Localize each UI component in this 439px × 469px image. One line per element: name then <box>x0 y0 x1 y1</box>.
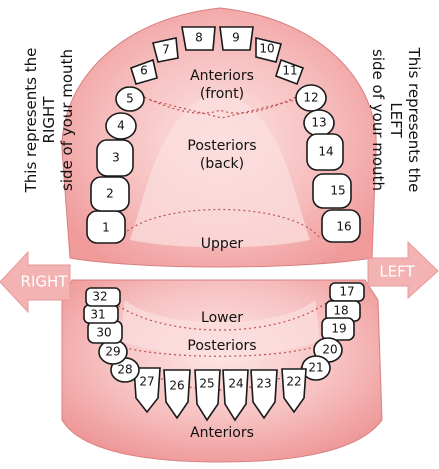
tooth-9-number: 9 <box>232 31 240 45</box>
tooth-13-number: 13 <box>311 116 326 130</box>
tooth-12-number: 12 <box>303 91 318 105</box>
tooth-4-number: 4 <box>117 119 125 133</box>
right-note-line2: RIGHT <box>40 96 58 144</box>
tooth-25-number: 25 <box>199 377 214 391</box>
upper-front-label: (front) <box>200 86 244 102</box>
tooth-19-number: 19 <box>331 322 346 336</box>
tooth-22-number: 22 <box>286 375 301 389</box>
tooth-6-number: 6 <box>140 64 148 78</box>
upper-posteriors-label: Posteriors <box>187 138 256 154</box>
tooth-29-number: 29 <box>105 345 120 359</box>
tooth-24-number: 24 <box>228 377 243 391</box>
left-side-note: This represents the LEFT side of your mo… <box>369 47 423 193</box>
upper-back-label: (back) <box>200 156 244 172</box>
left-note-line3: side of your mouth <box>369 49 387 191</box>
tooth-15-number: 15 <box>330 184 345 198</box>
tooth-32-number: 32 <box>92 290 107 304</box>
tooth-3-number: 3 <box>112 151 120 165</box>
left-note-line2: LEFT <box>387 102 405 138</box>
tooth-5-number: 5 <box>126 92 134 106</box>
lower-label: Lower <box>201 310 243 326</box>
lower-posteriors-label: Posteriors <box>187 338 256 354</box>
tooth-18-number: 18 <box>333 304 348 318</box>
right-side-note: This represents the RIGHT side of your m… <box>22 48 76 194</box>
tooth-31-number: 31 <box>90 308 105 322</box>
tooth-30-number: 30 <box>96 326 111 340</box>
tooth-14-number: 14 <box>318 145 333 159</box>
tooth-16-number: 16 <box>336 220 351 234</box>
tooth-20-number: 20 <box>322 343 337 357</box>
tooth-21-number: 21 <box>308 361 323 375</box>
right-note-line1: This represents the <box>22 48 40 194</box>
tooth-11-number: 11 <box>282 64 297 78</box>
left-note-line1: This represents the <box>405 47 423 193</box>
tooth-2-number: 2 <box>106 187 114 201</box>
tooth-26-number: 26 <box>169 379 184 393</box>
tooth-27-number: 27 <box>139 375 154 389</box>
right-arrow-label: RIGHT <box>21 273 69 291</box>
tooth-28-number: 28 <box>117 363 132 377</box>
left-arrow-label: LEFT <box>379 263 415 281</box>
lower-anteriors-label: Anteriors <box>190 425 254 441</box>
tooth-23-number: 23 <box>256 377 271 391</box>
right-note-line3: side of your mouth <box>58 49 76 191</box>
tooth-7-number: 7 <box>162 43 170 57</box>
upper-label: Upper <box>201 236 244 252</box>
tooth-1-number: 1 <box>102 221 110 235</box>
tooth-17-number: 17 <box>339 285 354 299</box>
upper-anteriors-label: Anteriors <box>190 68 254 84</box>
tooth-8-number: 8 <box>195 31 203 45</box>
tooth-10-number: 10 <box>259 42 274 56</box>
